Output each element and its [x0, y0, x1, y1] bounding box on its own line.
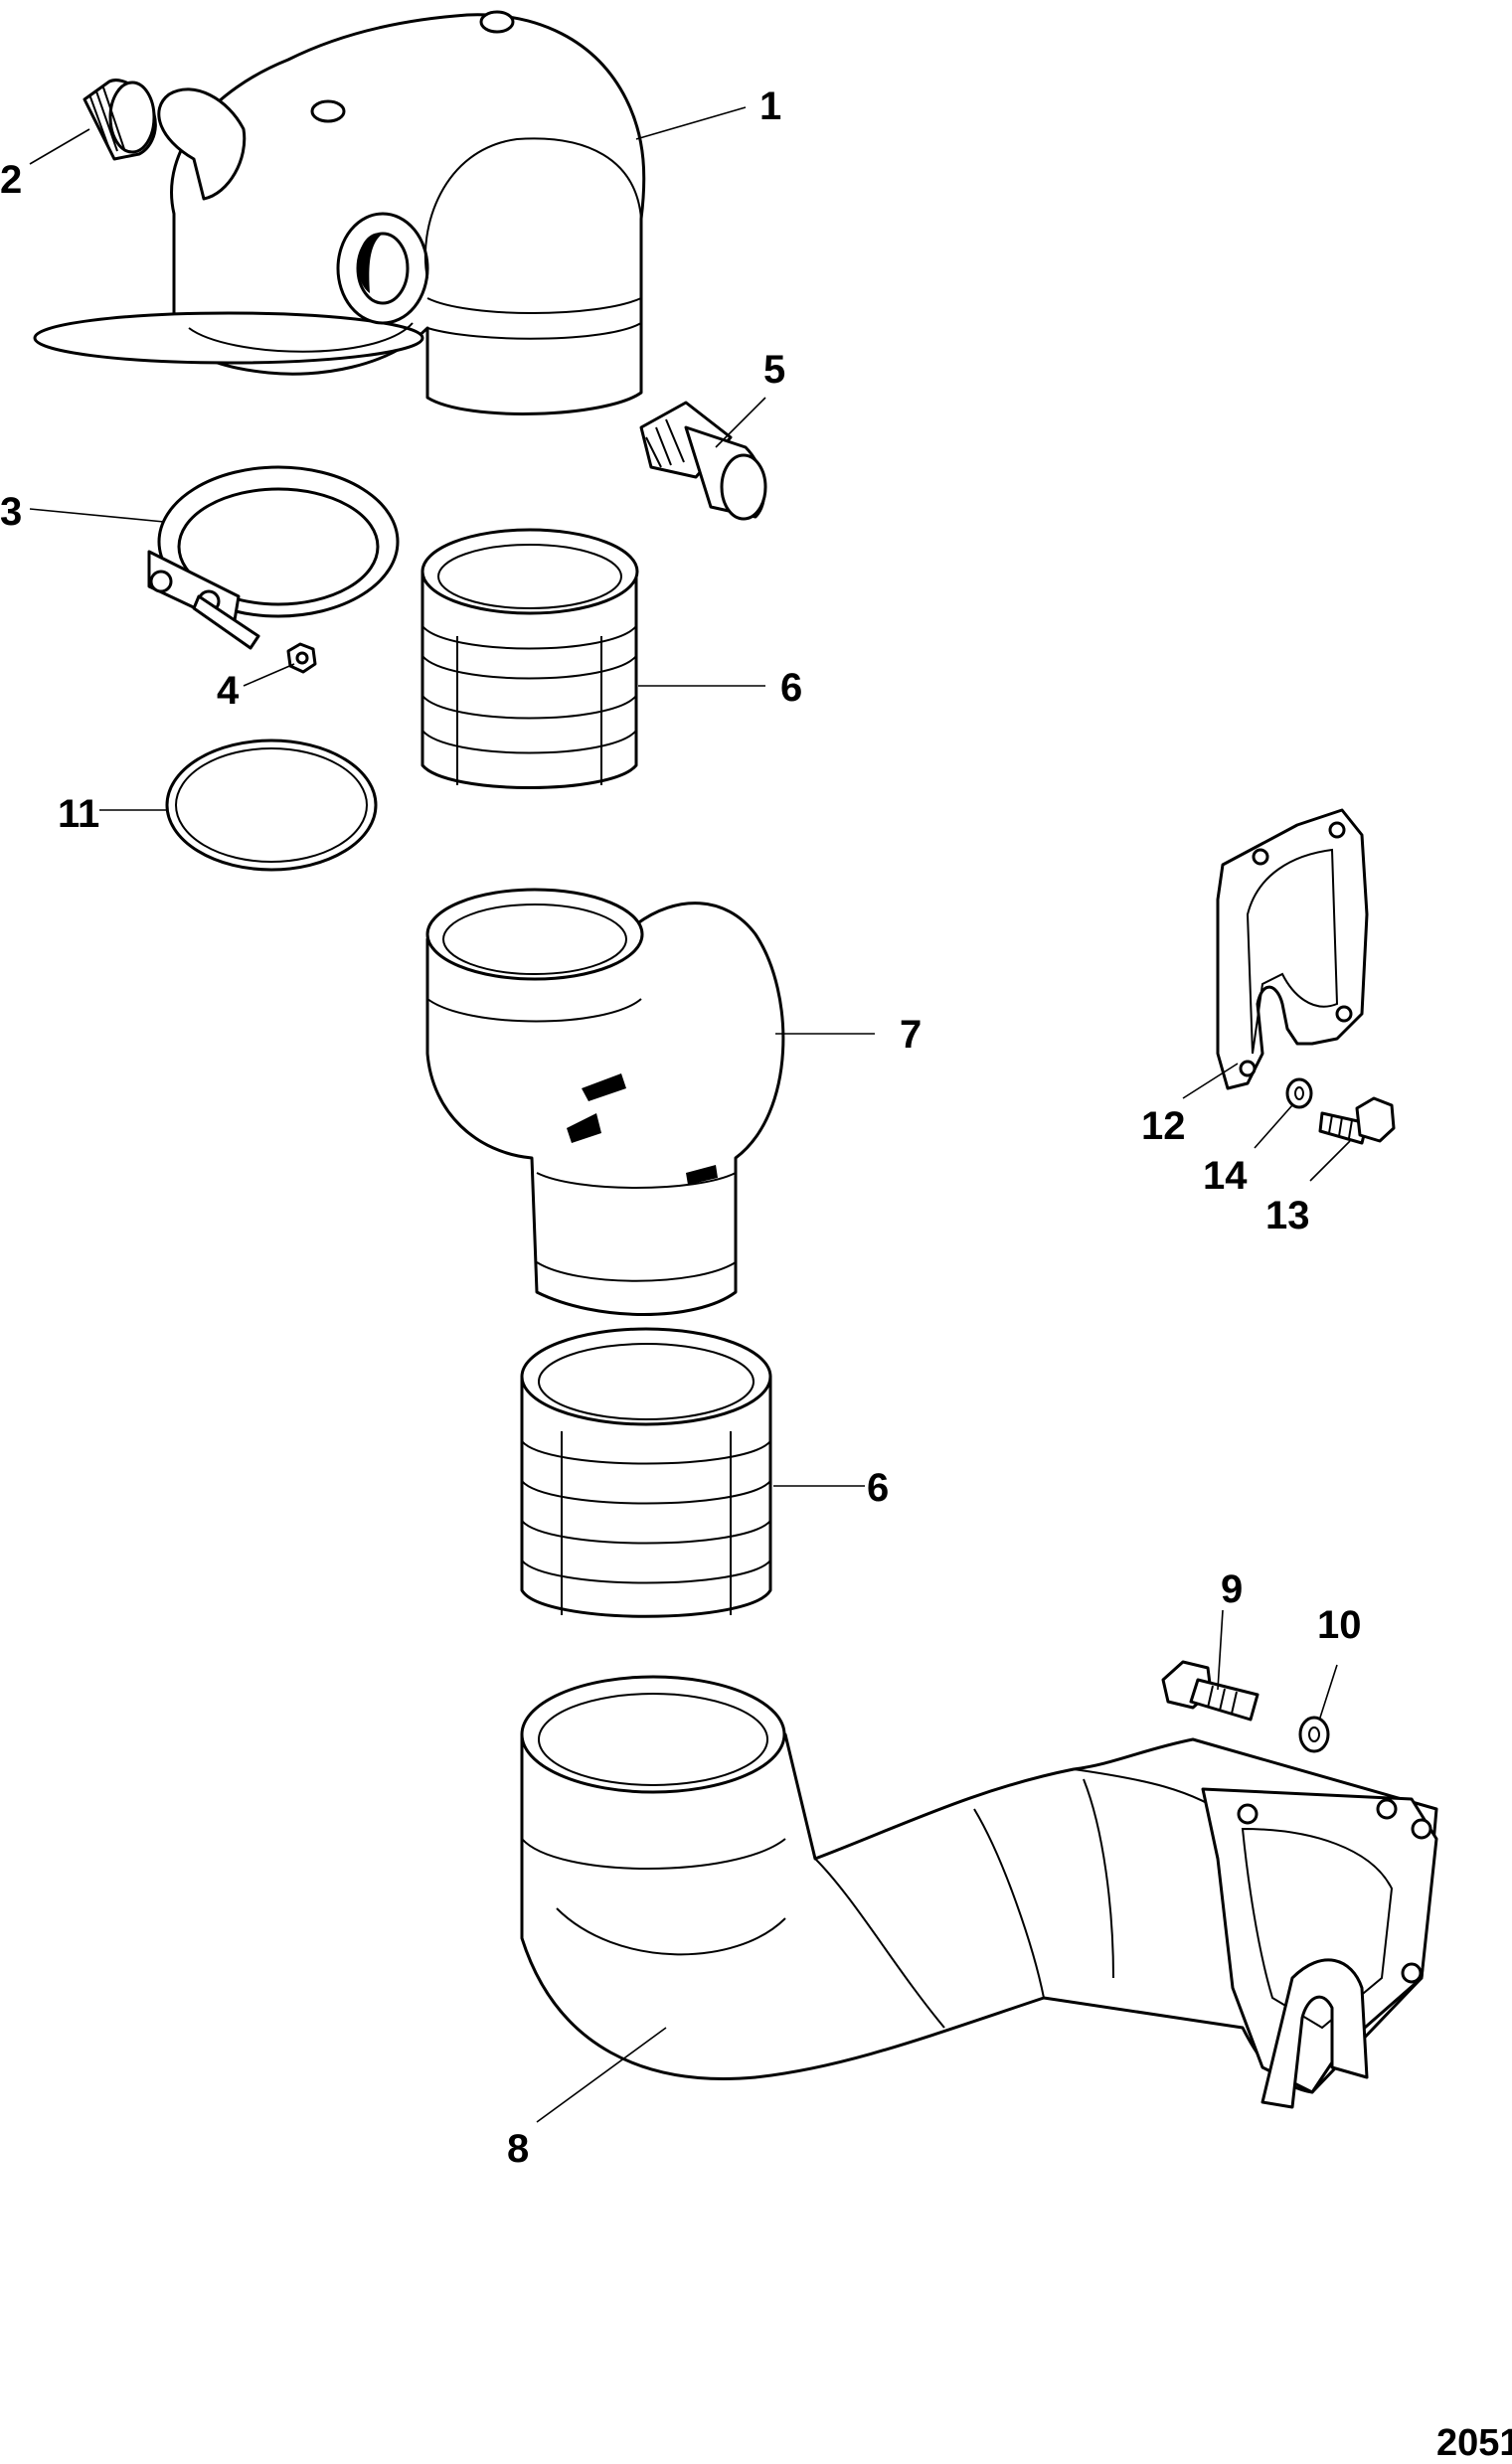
- part-12-gasket: [1216, 808, 1369, 1090]
- callout-labels: 1 2 3 4 5 6 11 7 6 8 9 10 12 14 13: [0, 84, 1362, 2171]
- callout-5: 5: [763, 348, 785, 392]
- part-1-exhaust-elbow: [33, 10, 646, 415]
- callout-7: 7: [900, 1013, 922, 1057]
- callout-6-upper: 6: [780, 666, 802, 710]
- callout-2: 2: [0, 158, 22, 202]
- part-5-hose-fitting: [639, 401, 767, 521]
- callout-6-lower: 6: [867, 1466, 889, 1510]
- callout-14: 14: [1203, 1154, 1248, 1198]
- callout-8: 8: [507, 2127, 529, 2171]
- callout-10: 10: [1317, 1603, 1362, 1647]
- callout-11: 11: [58, 792, 99, 836]
- part-13-screw: [1318, 1096, 1396, 1145]
- part-3-band-clamp: [147, 465, 400, 650]
- part-4-nut: [286, 642, 317, 674]
- part-6-coupler-lower: [520, 1327, 772, 1618]
- part-6-coupler-upper: [420, 528, 639, 789]
- part-7-offset-pipe: [425, 888, 785, 1316]
- part-10-washer: [1298, 1716, 1330, 1753]
- figure-number: 2051: [1436, 2422, 1512, 2464]
- part-14-lock-washer: [1285, 1077, 1313, 1109]
- callout-3: 3: [0, 490, 22, 534]
- part-2-plug: [83, 79, 157, 161]
- part-11-o-ring: [165, 739, 378, 872]
- leader-lines: [29, 106, 1351, 2123]
- callout-4: 4: [217, 669, 240, 713]
- callout-1: 1: [759, 84, 781, 128]
- callout-13: 13: [1265, 1194, 1310, 1237]
- callout-12: 12: [1141, 1104, 1186, 1148]
- part-9-bolt: [1161, 1660, 1260, 1722]
- callout-9: 9: [1221, 1567, 1243, 1611]
- part-8-exhaust-tube: [520, 1675, 1438, 2109]
